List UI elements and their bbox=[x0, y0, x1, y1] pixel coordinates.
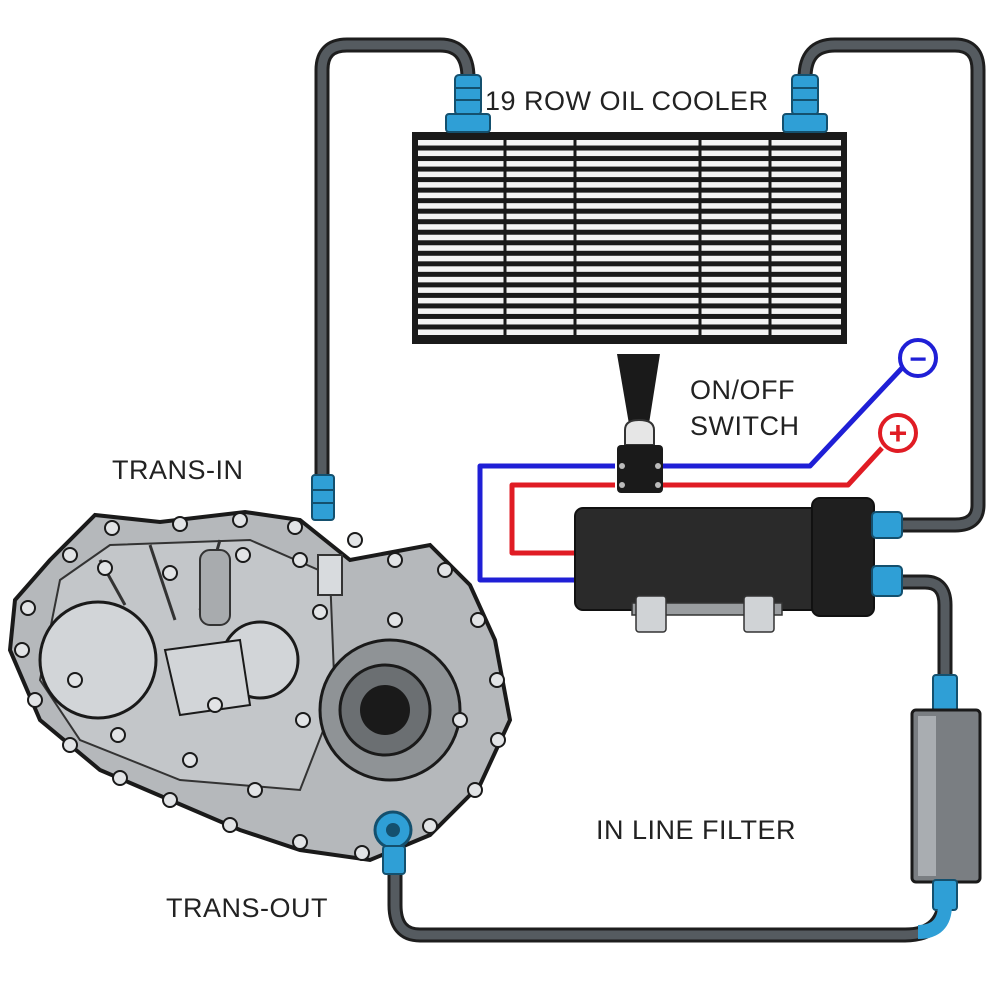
bolt bbox=[347, 532, 363, 548]
trans-in-label: TRANS-IN bbox=[112, 455, 244, 485]
cooler-row bbox=[418, 245, 841, 251]
switch-label-line1: ON/OFF bbox=[690, 375, 795, 405]
positive-terminal-icon: + bbox=[878, 413, 918, 453]
cooler-outlet-fitting bbox=[782, 74, 828, 133]
trans-in-fitting bbox=[311, 474, 335, 521]
cooler-row bbox=[418, 266, 841, 272]
pump-outlet-fitting bbox=[871, 511, 903, 539]
cooler-row bbox=[418, 329, 841, 335]
bolt bbox=[292, 552, 308, 568]
cooler-row bbox=[418, 150, 841, 157]
switch-label: ON/OFF SWITCH bbox=[690, 372, 799, 444]
bolt bbox=[312, 604, 328, 620]
cooler-row bbox=[418, 182, 841, 188]
trans-out-fitting bbox=[373, 810, 413, 875]
cooler-row bbox=[418, 224, 841, 230]
bolt bbox=[452, 712, 468, 728]
oil-pump bbox=[574, 497, 903, 633]
bolt bbox=[470, 612, 486, 628]
oil-cooler bbox=[412, 74, 847, 344]
switch-label-line2: SWITCH bbox=[690, 411, 800, 441]
bolt bbox=[172, 516, 188, 532]
bolt bbox=[354, 845, 370, 861]
bolt bbox=[232, 512, 248, 528]
bolt bbox=[207, 697, 223, 713]
filter-bottom-fitting bbox=[917, 879, 958, 939]
bolt bbox=[235, 547, 251, 563]
cooler-row bbox=[418, 297, 841, 304]
trans-out-label: TRANS-OUT bbox=[166, 893, 328, 923]
cooler-row bbox=[418, 308, 841, 314]
transmission-case bbox=[7, 474, 513, 875]
bolt bbox=[67, 672, 83, 688]
cooler-row bbox=[418, 203, 841, 209]
filter-top-fitting bbox=[932, 674, 958, 714]
inline-filter bbox=[910, 674, 982, 939]
bolt bbox=[110, 727, 126, 743]
bolt bbox=[14, 642, 30, 658]
cooler-row bbox=[418, 192, 841, 199]
positive-sign: + bbox=[889, 415, 908, 451]
toggle-switch bbox=[617, 354, 663, 493]
bolt bbox=[490, 732, 506, 748]
bolt bbox=[222, 817, 238, 833]
bolt bbox=[489, 672, 505, 688]
wire-negative bbox=[477, 463, 615, 583]
negative-sign: − bbox=[909, 343, 927, 376]
bolt bbox=[62, 547, 78, 563]
bolt bbox=[162, 792, 178, 808]
pump-inlet-fitting bbox=[871, 565, 903, 597]
bolt bbox=[247, 782, 263, 798]
hose-filter-to-trans-out bbox=[387, 847, 953, 943]
bolt bbox=[20, 600, 36, 616]
cooler-row bbox=[418, 140, 841, 146]
bolt bbox=[287, 519, 303, 535]
cooler-row bbox=[418, 171, 841, 178]
bolt bbox=[62, 737, 78, 753]
cooler-row bbox=[418, 234, 841, 241]
bolt bbox=[467, 782, 483, 798]
cooler-row bbox=[418, 161, 841, 167]
wire-positive bbox=[509, 482, 615, 556]
bolt bbox=[27, 692, 43, 708]
hose-pump-to-filter bbox=[892, 574, 953, 688]
oil-cooler-label: 19 ROW OIL COOLER bbox=[485, 86, 769, 116]
wires bbox=[477, 366, 904, 583]
bolt bbox=[295, 712, 311, 728]
transmission-bolts bbox=[14, 512, 506, 861]
bolt bbox=[162, 565, 178, 581]
cooler-inlet-fitting bbox=[445, 74, 491, 133]
cooler-row bbox=[418, 318, 841, 325]
bolt bbox=[104, 520, 120, 536]
bolt bbox=[387, 612, 403, 628]
cooler-fins bbox=[418, 140, 841, 335]
bolt bbox=[387, 552, 403, 568]
bolt bbox=[182, 752, 198, 768]
negative-terminal-icon: − bbox=[898, 338, 938, 378]
cooler-row bbox=[418, 255, 841, 262]
cooler-row bbox=[418, 276, 841, 283]
cooler-row bbox=[418, 287, 841, 293]
cooler-row bbox=[418, 213, 841, 220]
bolt bbox=[292, 834, 308, 850]
bolt bbox=[422, 818, 438, 834]
bolt bbox=[112, 770, 128, 786]
inline-filter-label: IN LINE FILTER bbox=[596, 815, 797, 845]
bolt bbox=[97, 560, 113, 576]
bolt bbox=[437, 562, 453, 578]
